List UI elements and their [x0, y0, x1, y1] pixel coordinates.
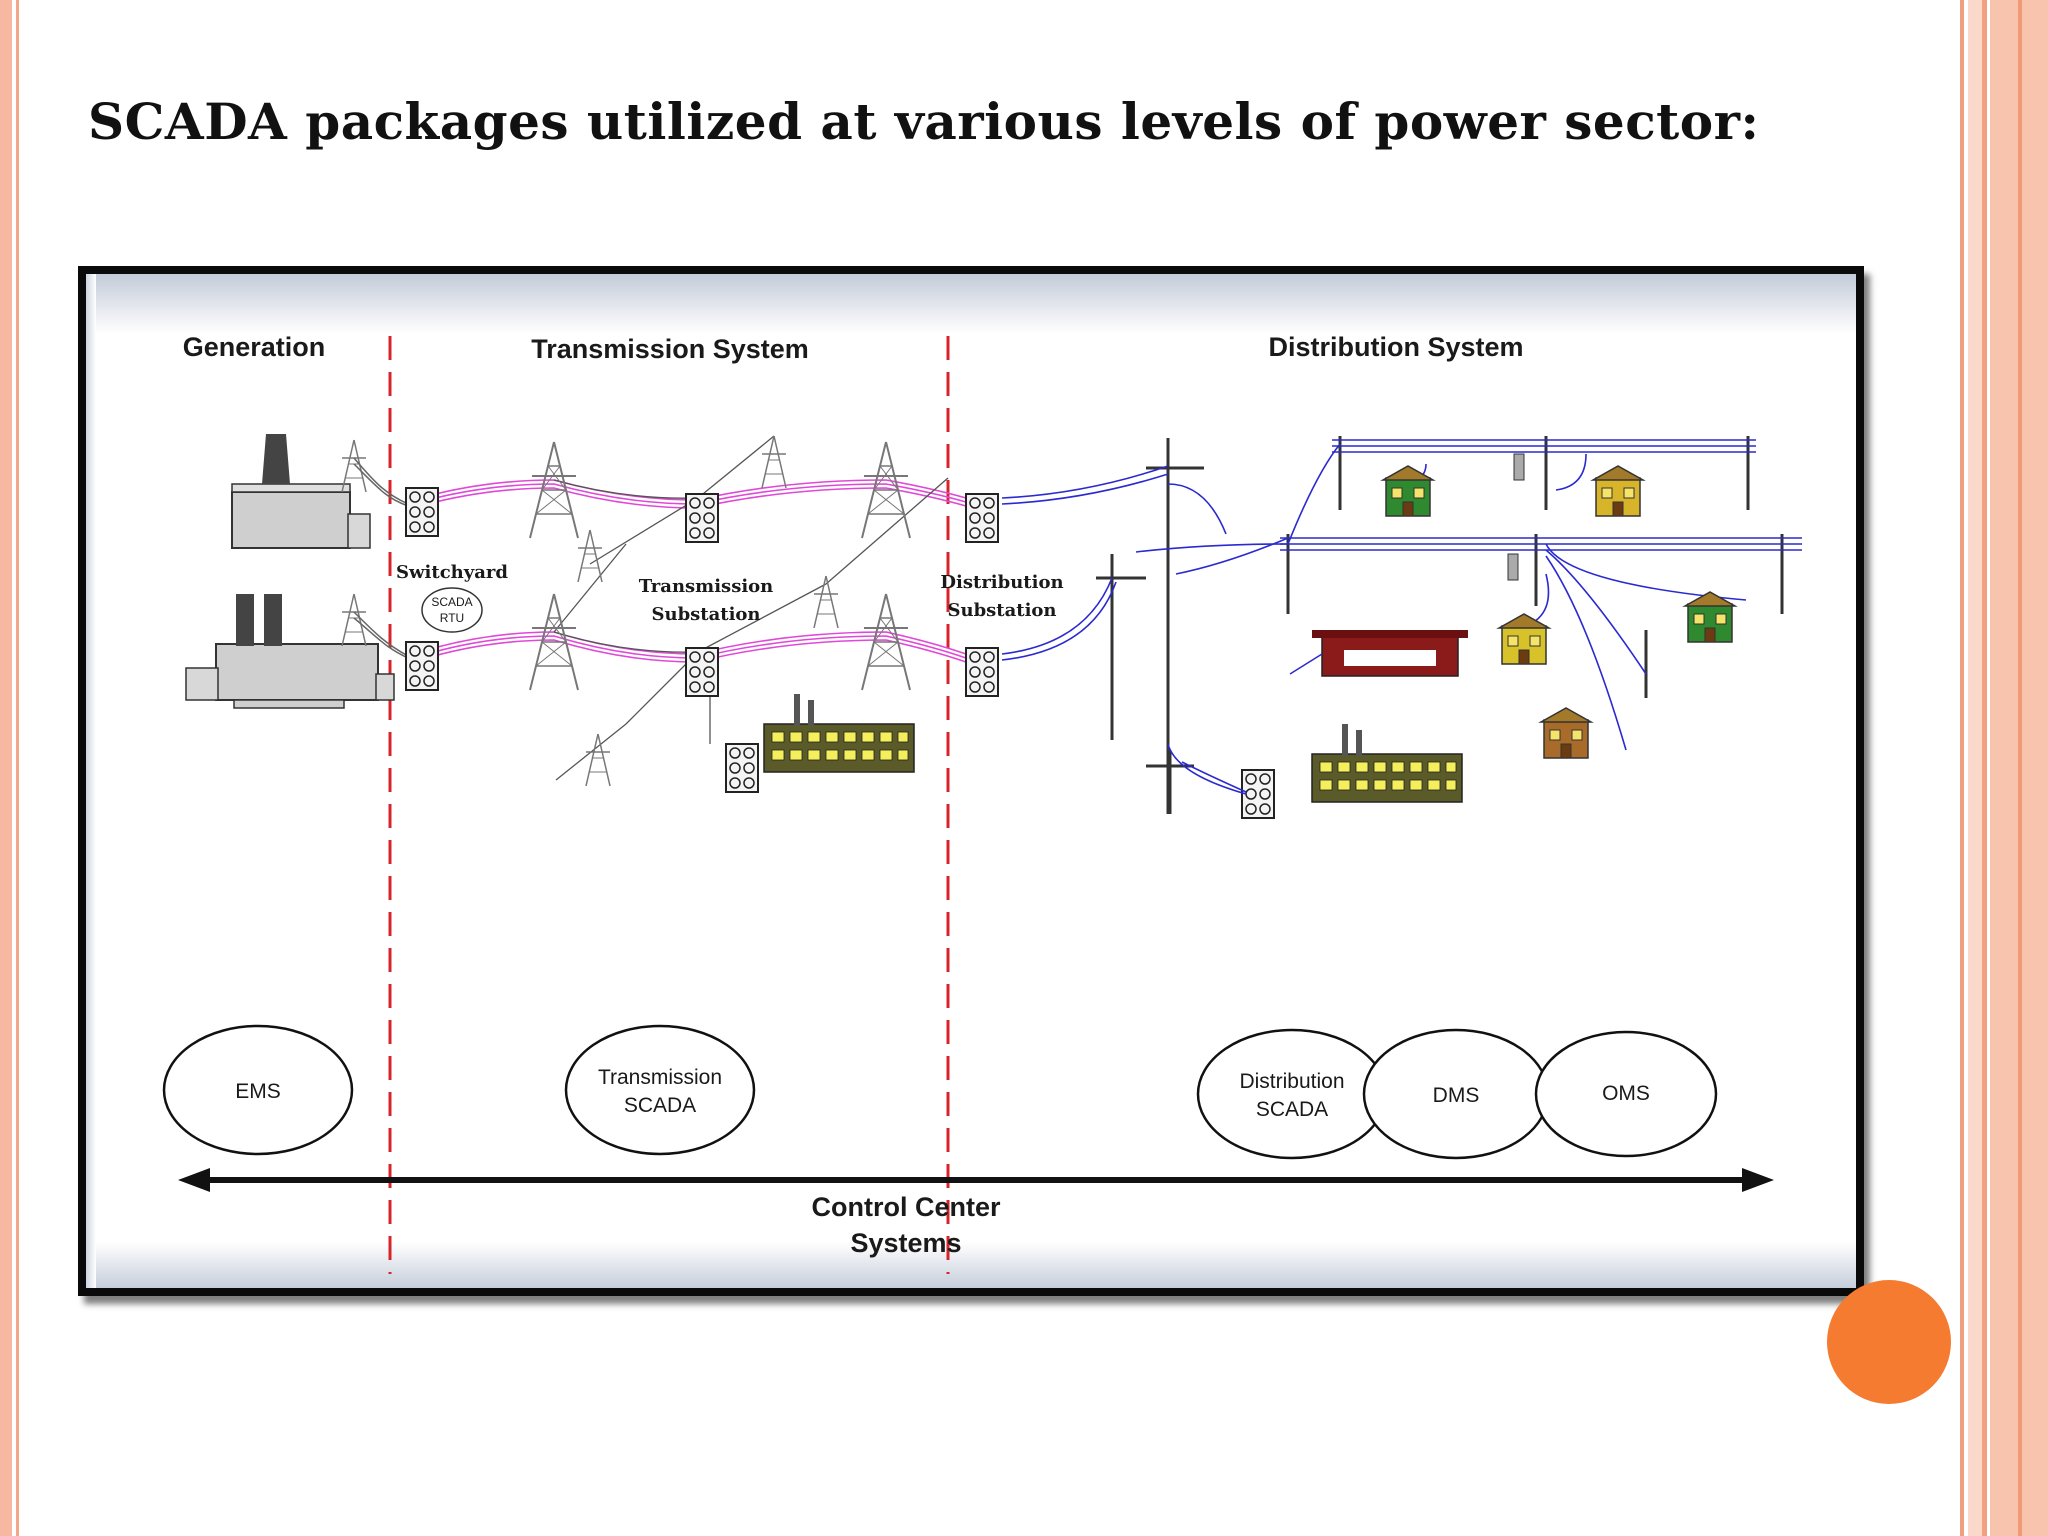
- transmission-tower-icon-2: [529, 593, 579, 691]
- left-border-stripe: [0, 0, 12, 1536]
- transmission-substation-transformer-icon-1: [685, 493, 719, 543]
- transmission-scada-ellipse: [564, 1024, 756, 1156]
- scada-rtu-badge: SCADA RTU: [421, 587, 483, 633]
- control-center-label-line1: Control Center: [812, 1192, 1001, 1222]
- transmission-scada-label-line1: Transmission: [598, 1066, 722, 1089]
- distribution-scada-label-line1: Distribution: [1239, 1070, 1344, 1093]
- slide-title: SCADA packages utilized at various level…: [88, 92, 1760, 151]
- right-border-line-1: [1960, 0, 1964, 1536]
- frame-left-gradient: [86, 274, 96, 1288]
- distribution-scada-label-line2: SCADA: [1256, 1098, 1328, 1121]
- ems-ellipse: [162, 1024, 354, 1156]
- control-center-arrow: [178, 1168, 1774, 1192]
- oms-label: OMS: [1602, 1082, 1650, 1105]
- section-generation-label: Generation: [183, 332, 326, 362]
- distribution-lines: [1001, 439, 1802, 795]
- scada-diagram: Generation Transmission System Distribut…: [78, 266, 1864, 1296]
- commercial-building-icon: [1289, 630, 1468, 677]
- accent-circle: [1827, 1280, 1951, 1404]
- transmission-ground-wires: [553, 435, 949, 781]
- transmission-tower-icon-3: [861, 441, 911, 539]
- distribution-substation-label-line1: Distribution: [940, 572, 1063, 593]
- switchyard-label: Switchyard: [396, 562, 508, 583]
- transmission-substation-label-line2: Substation: [651, 604, 760, 625]
- dms-label: DMS: [1433, 1084, 1480, 1107]
- house-icon-5: [1540, 707, 1592, 759]
- transmission-tower-icon-6: [577, 529, 603, 583]
- distribution-substation-transformer-icon-1: [965, 493, 999, 543]
- ems-label: EMS: [235, 1080, 281, 1103]
- generation-feeder-lines: [353, 457, 409, 659]
- diagram-canvas: Generation Transmission System Distribut…: [162, 332, 1802, 1274]
- transmission-tower-icon-8: [585, 733, 611, 787]
- right-border-band: [1968, 0, 1982, 1536]
- scada-rtu-label-line1: SCADA: [431, 595, 472, 609]
- control-center-label-line2: Systems: [850, 1228, 961, 1258]
- left-border-line: [16, 0, 19, 1536]
- transmission-tower-icon-5: [761, 435, 787, 489]
- house-icon-1: [1382, 465, 1434, 517]
- distribution-substation-transformer-icon-2: [965, 647, 999, 697]
- industrial-customer-icon-1: [763, 693, 915, 773]
- industrial-customer-icon-2: [1311, 723, 1463, 803]
- power-plant-icon-1: [231, 434, 371, 549]
- transmission-tower-icon-1: [529, 441, 579, 539]
- scada-rtu-label-line2: RTU: [440, 611, 464, 625]
- transmission-tower-icon-4: [861, 593, 911, 691]
- house-icon-3: [1498, 613, 1550, 665]
- frame-bottom-gradient: [86, 1242, 1856, 1288]
- transmission-substation-label-line1: Transmission: [639, 576, 774, 597]
- right-border-line-3: [2018, 0, 2022, 1536]
- switchyard-transformer-icon-2: [405, 641, 439, 691]
- oms-ellipse: [1534, 1030, 1718, 1158]
- section-distribution-label: Distribution System: [1268, 332, 1523, 362]
- switchyard-transformer-icon-1: [405, 487, 439, 537]
- frame-top-gradient: [86, 274, 1856, 334]
- house-icon-4: [1684, 591, 1736, 643]
- section-transmission-label: Transmission System: [531, 334, 809, 364]
- pole-transformer-icon-2: [1507, 553, 1519, 581]
- distribution-poles: [1096, 436, 1784, 814]
- distribution-industrial-transformer-icon: [1241, 769, 1275, 819]
- transmission-substation-transformer-icon-2: [685, 647, 719, 697]
- power-plant-icon-2: [185, 594, 395, 709]
- right-border-line-2: [1982, 0, 1987, 1536]
- transmission-scada-label-line2: SCADA: [624, 1094, 696, 1117]
- distribution-scada-ellipse: [1196, 1028, 1388, 1160]
- distribution-substation-label-line2: Substation: [947, 600, 1056, 621]
- house-icon-2: [1592, 465, 1644, 517]
- pole-transformer-icon-1: [1513, 453, 1525, 481]
- industrial-transformer-icon: [725, 743, 759, 793]
